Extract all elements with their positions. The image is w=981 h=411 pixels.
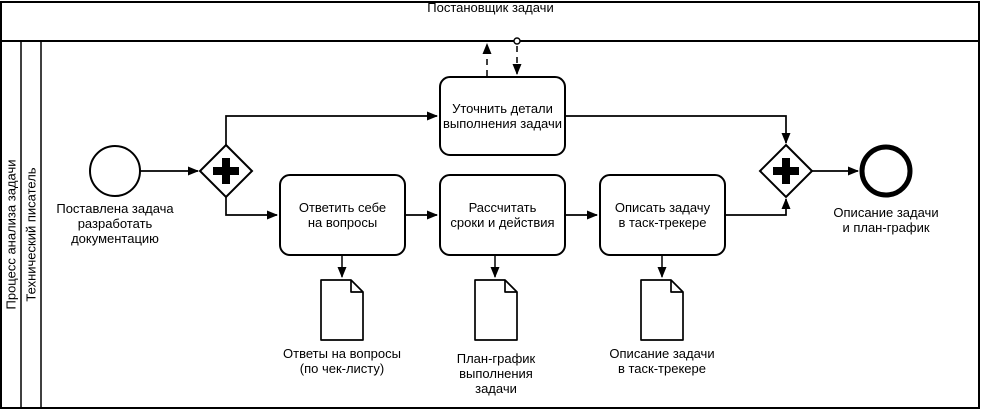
start-event-label: Поставлена задача разработать документац… (56, 201, 174, 246)
flow-describe-to-join[interactable] (725, 198, 791, 216)
document-plan[interactable] (474, 279, 518, 341)
parallel-gateway-split[interactable] (198, 143, 254, 199)
pool-customer-label: Постановщик задачи (427, 0, 554, 15)
task-calculate[interactable] (439, 174, 566, 256)
page-fold-icon (504, 280, 517, 293)
pool-process-label: Процесс анализа задачи (3, 159, 19, 310)
task-answer-label: Ответить себе на вопросы (298, 200, 387, 230)
document-description[interactable] (640, 279, 684, 341)
document-description-label: Описание задачи в таск-трекере (609, 346, 715, 376)
plus-icon (773, 158, 799, 184)
task-describe-label: Описать задачу в таск-трекере (614, 200, 711, 230)
task-clarify-label: Уточнить детали выполнения задачи (442, 101, 563, 131)
page-fold-icon (350, 280, 363, 293)
plus-icon (213, 158, 239, 184)
task-clarify[interactable] (439, 76, 566, 156)
flow-split-to-clarify[interactable] (225, 111, 438, 145)
pool-process[interactable] (0, 40, 980, 409)
document-answers-label: Ответы на вопросы (по чек-листу) (283, 346, 401, 376)
task-describe[interactable] (599, 174, 726, 256)
end-event-label: Описание задачи и план-график (833, 205, 939, 235)
flow-clarify-to-join[interactable] (565, 115, 791, 144)
document-answers[interactable] (320, 279, 364, 341)
page-fold-icon (670, 280, 683, 293)
flow-split-to-answer[interactable] (225, 197, 278, 220)
parallel-gateway-join[interactable] (758, 143, 814, 199)
message-flow-source-dot-icon (513, 37, 521, 45)
task-answer[interactable] (279, 174, 406, 256)
document-plan-label: План-график выполнения задачи (456, 351, 536, 396)
start-event-circle[interactable] (89, 145, 141, 197)
task-calculate-label: Рассчитать сроки и действия (450, 200, 555, 230)
end-event-circle[interactable] (859, 144, 913, 198)
